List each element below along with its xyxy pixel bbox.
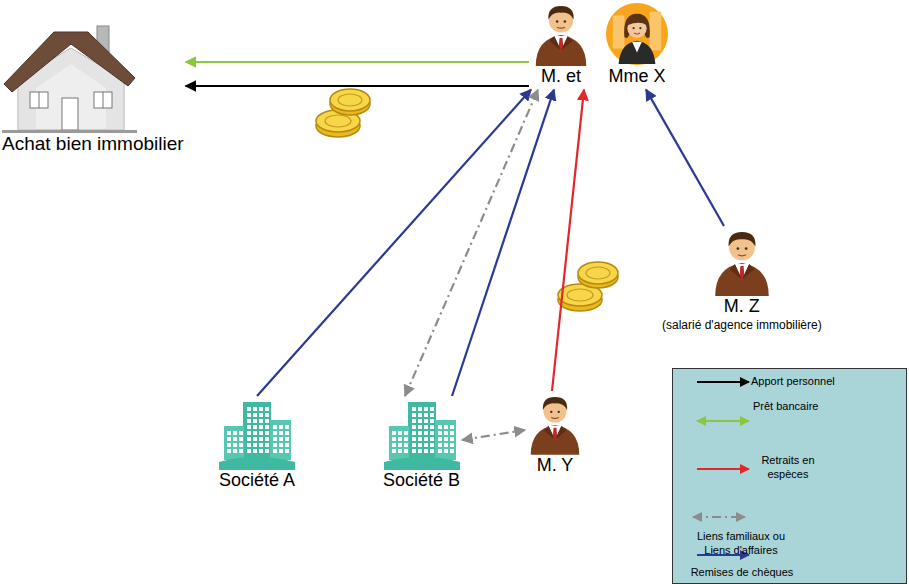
figure: Mme X — [605, 2, 669, 88]
person-pair-node: M. et Mme X — [531, 2, 669, 88]
person-node: M. Z(salarié d'agence immobilière) — [662, 228, 822, 332]
company-node: Société A — [219, 398, 295, 492]
coin-stack — [316, 89, 370, 137]
node-label: M. Z — [724, 296, 760, 318]
person-node: M. Y — [527, 393, 583, 477]
red-flow-arrow — [552, 90, 584, 391]
blue-flow-arrow — [257, 90, 531, 396]
house-node: Achat bien immobilier — [2, 18, 184, 156]
blue-flow-arrow — [646, 90, 724, 226]
black-flow-arrow — [186, 85, 529, 87]
building-icon — [219, 398, 295, 470]
legend-label: Retraits en espèces — [755, 453, 821, 482]
figure-row: M. et Mme X — [531, 2, 669, 88]
legend-label: Liens familiaux ou Liens d'affaires — [687, 529, 795, 558]
legend-label: Apport personnel — [751, 374, 835, 388]
legend-line-sample — [693, 462, 757, 476]
node-label: Société B — [383, 470, 460, 492]
grey-flow-arrow — [405, 90, 538, 396]
legend-label: Prêt bancaire — [753, 399, 818, 413]
building-icon — [384, 398, 460, 470]
legend-box: Apport personnelPrêt bancaireRetraits en… — [672, 368, 907, 584]
node-label: Mme X — [608, 66, 665, 88]
legend-line-sample — [693, 414, 757, 428]
blue-flow-arrow — [452, 90, 554, 396]
legend-label: Remises de chèques — [687, 565, 797, 579]
green-flow-arrow — [186, 61, 529, 63]
man-icon — [527, 393, 583, 455]
grey-flow-arrow — [462, 430, 525, 440]
coin-stack — [558, 262, 618, 311]
legend-line-sample — [689, 510, 753, 524]
company-node: Société B — [383, 398, 460, 492]
node-label: (salarié d'agence immobilière) — [662, 318, 822, 332]
node-label: M. Y — [537, 455, 574, 477]
node-label: Achat bien immobilier — [2, 133, 184, 156]
man-icon — [711, 228, 773, 296]
man-icon — [531, 2, 591, 66]
legend-line-sample — [693, 375, 757, 389]
node-label: Société A — [219, 470, 295, 492]
figure: M. et — [531, 2, 591, 88]
node-label: M. et — [541, 66, 581, 88]
woman-icon — [605, 2, 669, 66]
house-icon — [2, 18, 137, 133]
